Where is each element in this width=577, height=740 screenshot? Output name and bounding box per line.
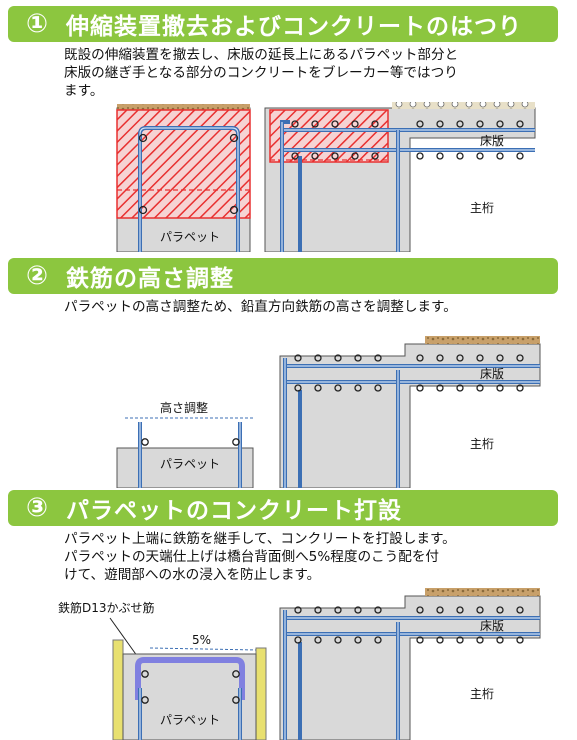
step3-slab-pavement [425, 588, 540, 596]
step3-number: ③ [25, 493, 48, 523]
step1-number: ① [25, 9, 48, 39]
step1-parapet-pavement [117, 104, 250, 110]
step1-girder-label: 主桁 [470, 201, 494, 215]
step3-slope-label: 5% [192, 633, 211, 647]
step2-slab-label: 床版 [480, 367, 504, 381]
step3-desc-line1: パラペット上端に鉄筋を継手して、コンクリートを打設します。 [64, 531, 456, 547]
step3-banner: ③ パラペットのコンクリート打設 [8, 490, 558, 526]
step1-demolition-area-right [269, 109, 389, 163]
step3-description: パラペット上端に鉄筋を継手して、コンクリートを打設します。 パラペットの天端仕上… [64, 530, 564, 584]
step2-number: ② [25, 261, 48, 291]
step2-parapet-label: パラペット [160, 457, 220, 471]
step3-cover-rebar [135, 657, 245, 700]
step2-desc-line1: パラペットの高さ調整ため、鉛直方向鉄筋の高さを調整します。 [64, 299, 457, 315]
step1-desc-line2: 床版の継ぎ手となる部分のコンクリートをブレーカー等ではつり [64, 65, 458, 81]
step1-diagram: パラペット 床版 主桁 [116, 102, 536, 252]
step1-slab-label: 床版 [480, 134, 504, 148]
step2-description: パラペットの高さ調整ため、鉛直方向鉄筋の高さを調整します。 [64, 298, 564, 316]
step2-diagram: 高さ調整 パラペット 床版 主桁 [116, 336, 541, 488]
step1-title: 伸縮装置撤去およびコンクリートのはつり [66, 14, 522, 40]
step1-desc-line3: ます。 [64, 83, 104, 99]
step1-slab-pavement [392, 102, 535, 109]
step2-height-label: 高さ調整 [160, 400, 208, 415]
step3-parapet-label: パラペット [160, 713, 220, 727]
step2-banner: ② 鉄筋の高さ調整 [8, 258, 558, 294]
step3-slab-label: 床版 [480, 619, 504, 633]
step3-formwork-right [255, 647, 267, 740]
step3-formwork-left [112, 639, 124, 740]
step2-girder-label: 主桁 [470, 437, 494, 451]
step1-parapet-label: パラペット [160, 230, 220, 244]
step1-desc-line1: 既設の伸縮装置を撤去し、床版の延長上にあるパラペット部分と [64, 47, 459, 63]
step3-title: パラペットのコンクリート打設 [66, 498, 402, 524]
step2-title: 鉄筋の高さ調整 [66, 266, 234, 292]
step3-diagram: 鉄筋D13かぶせ筋 5% パラペット 床版 主桁 [58, 588, 541, 740]
step1-banner: ① 伸縮装置撤去およびコンクリートのはつり [8, 6, 558, 42]
step2-slab-pavement [425, 336, 540, 344]
step3-desc-line3: けて、遊間部への水の浸入を防止します。 [64, 567, 321, 583]
step3-rebar-label: 鉄筋D13かぶせ筋 [58, 600, 155, 615]
step3-desc-line2: パラペットの天端仕上げは橋台背面側へ5%程度のこう配を付 [64, 549, 440, 565]
step1-description: 既設の伸縮装置を撤去し、床版の延長上にあるパラペット部分と 床版の継ぎ手となる部… [64, 46, 564, 100]
step3-girder-label: 主桁 [470, 687, 494, 701]
